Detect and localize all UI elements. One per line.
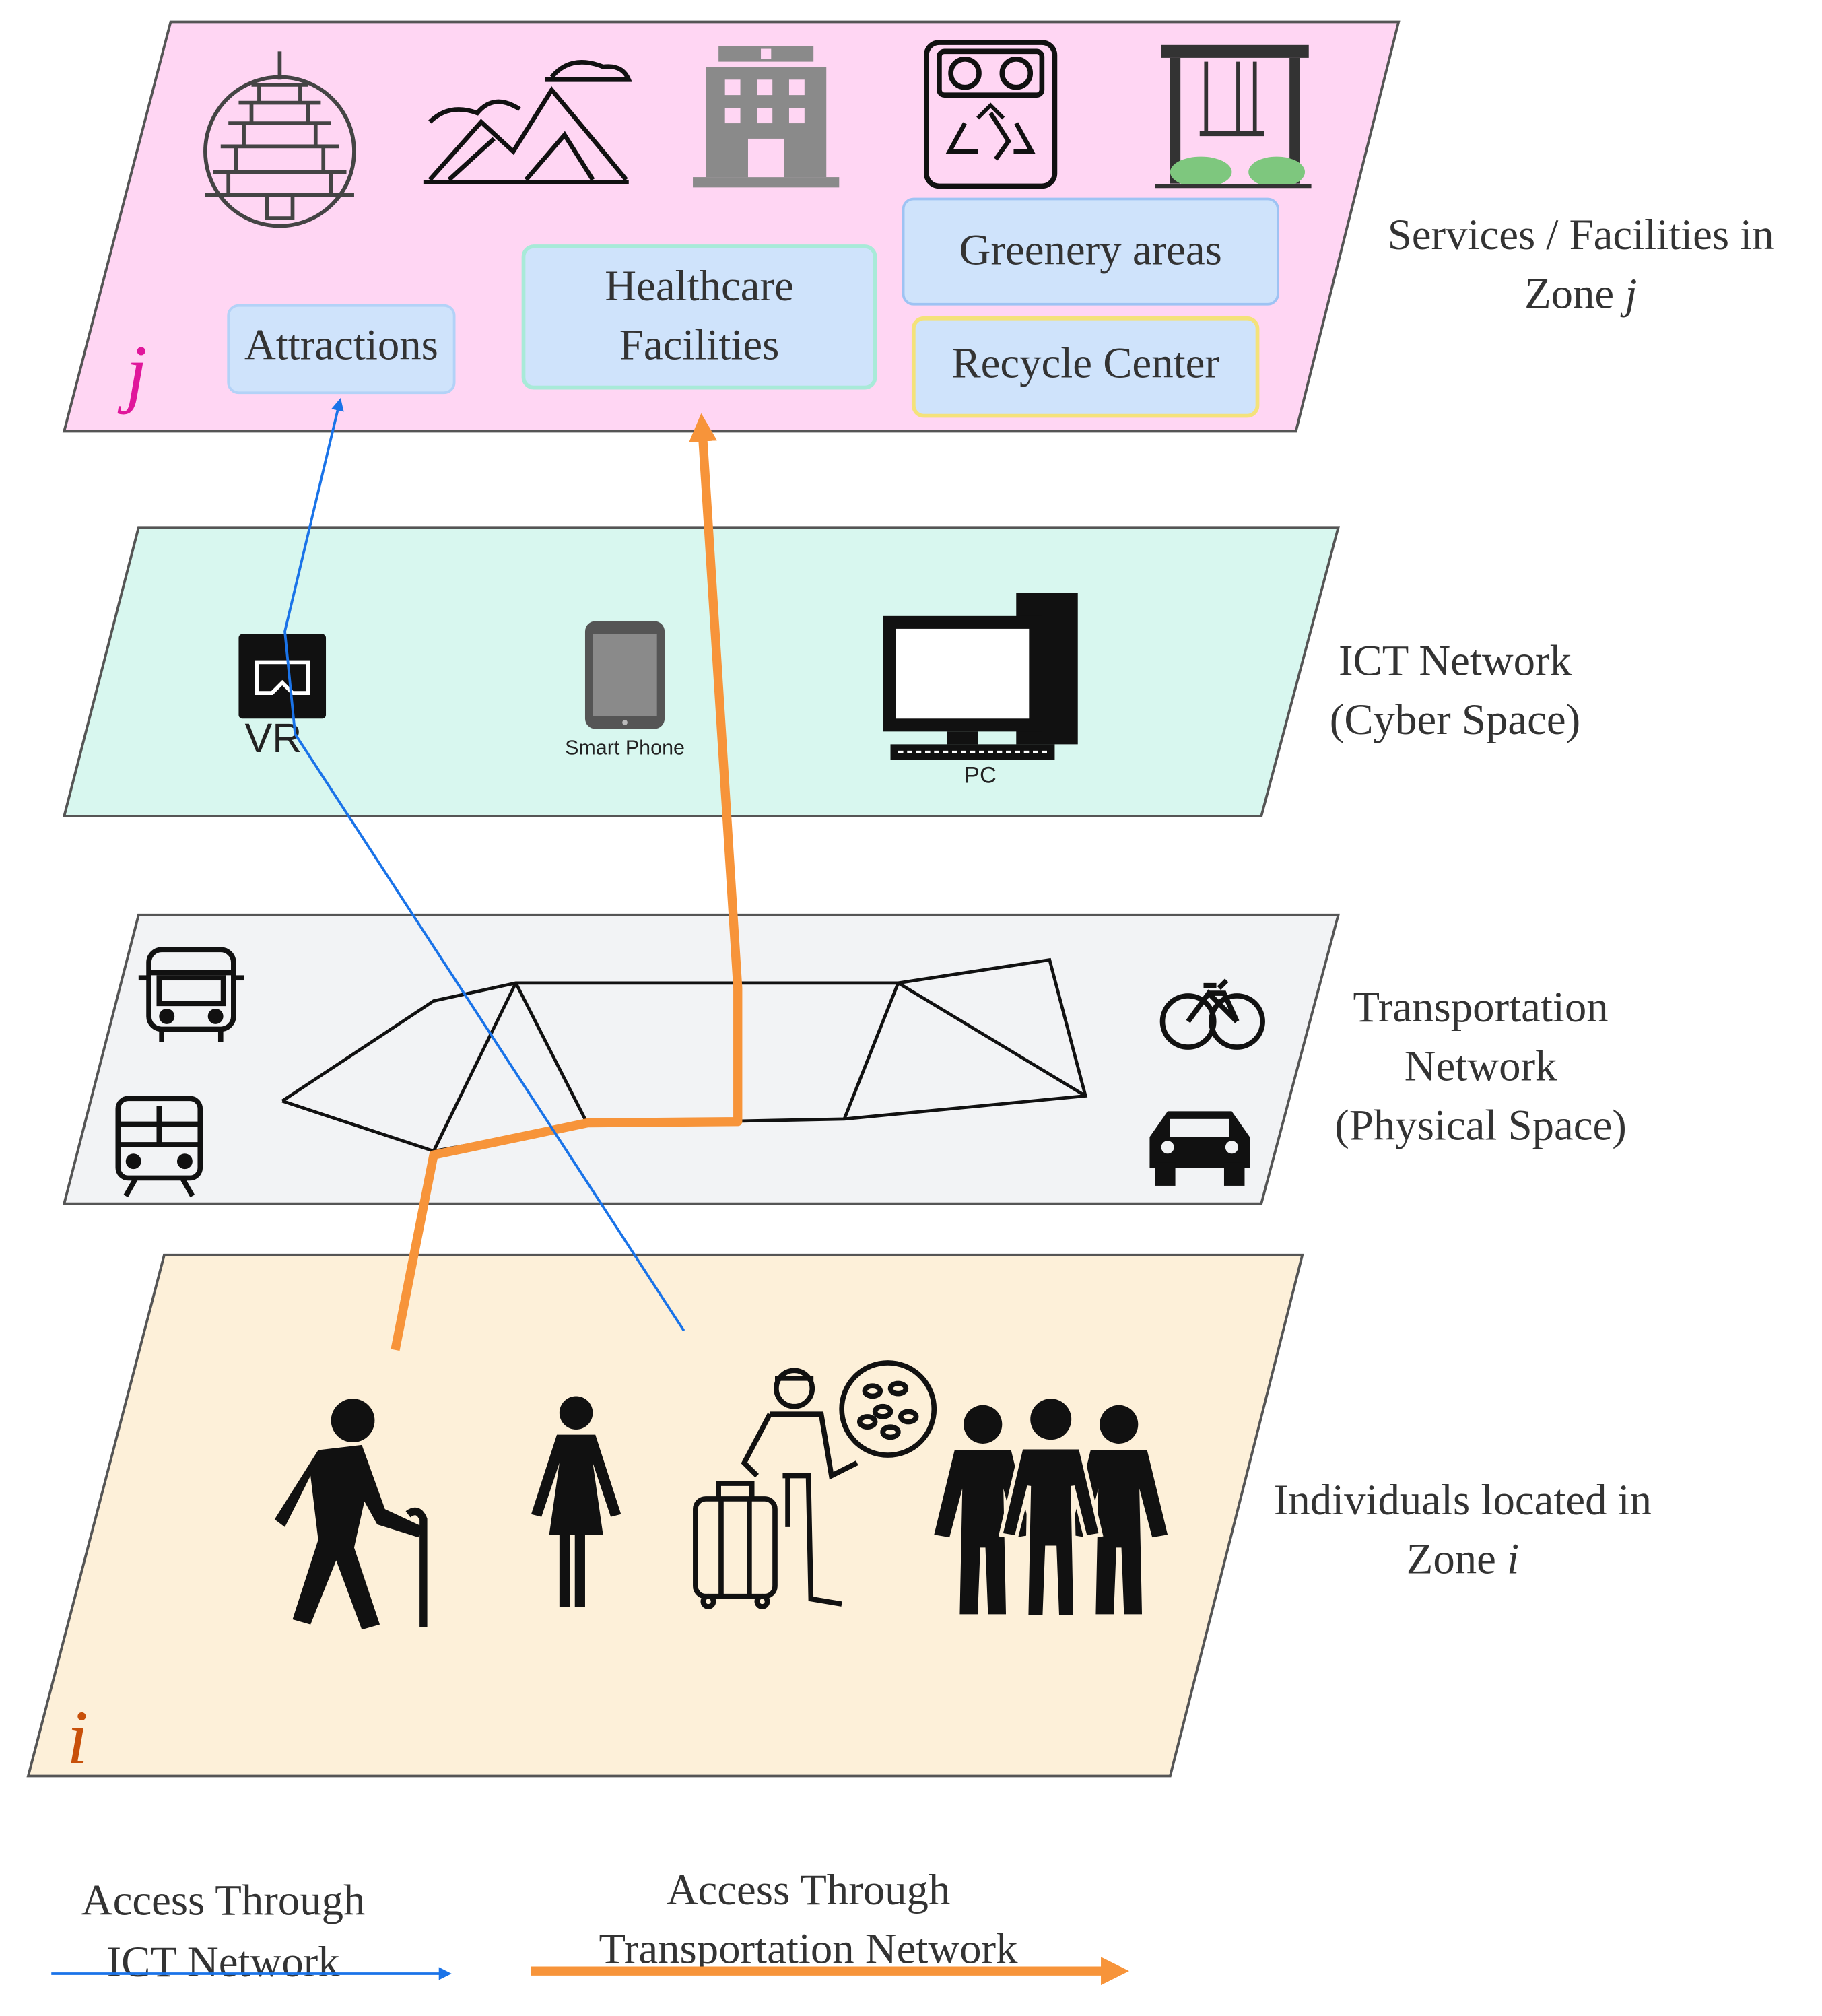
individuals-plane: [26, 1253, 1304, 1778]
transport-side-label-line1: Transportation: [1353, 983, 1609, 1032]
legend: Access Through ICT Network Access Throug…: [51, 1866, 1129, 1986]
elderly-person-icon: [274, 1399, 428, 1630]
group-of-people-icon: [934, 1399, 1168, 1619]
transport-plane: [62, 913, 1341, 1205]
healthcare-box: [521, 244, 877, 390]
smart-phone-label: Smart Phone: [565, 737, 685, 760]
individuals-layer: i Individuals located in Zone i: [26, 1253, 1652, 1780]
transport-access-path: [391, 413, 743, 1351]
bicycle-icon: [1159, 978, 1265, 1050]
vr-label: VR: [245, 715, 302, 761]
legend-ict-line1: Access Through: [81, 1876, 366, 1924]
legend-ict-line2: ICT Network: [107, 1938, 341, 1986]
car-icon: [1149, 1111, 1250, 1186]
traveler-with-luggage-icon: [693, 1360, 937, 1609]
transport-side-label-line2: Network: [1405, 1042, 1557, 1091]
legend-transport-line2: Transportation Network: [599, 1925, 1019, 1974]
recycle-center-label: Recycle Center: [951, 339, 1219, 387]
recycle-center-box: [911, 316, 1260, 418]
ict-layer: VR Smart Phone PC ICT Network (Cyber Spa…: [62, 526, 1580, 818]
mountains-icon: [423, 60, 632, 185]
greenery-label: Greenery areas: [959, 226, 1222, 275]
park-swing-icon: [1155, 44, 1312, 189]
pc-icon: [883, 593, 1078, 760]
transport-side-label-line3: (Physical Space): [1335, 1101, 1627, 1149]
ict-side-label-line2: (Cyber Space): [1330, 696, 1580, 744]
smart-phone-icon: [584, 621, 665, 729]
legend-transport-line1: Access Through: [667, 1866, 951, 1914]
services-layer: Attractions Healthcare Facilities Greene…: [62, 20, 1774, 433]
bus-icon: [138, 947, 244, 1042]
greenery-box: [902, 197, 1279, 306]
attractions-label: Attractions: [244, 321, 438, 370]
train-icon: [115, 1096, 203, 1198]
ict-access-path: [283, 397, 685, 1332]
pc-label: PC: [964, 763, 997, 788]
healthcare-label-line2: Facilities: [619, 321, 779, 370]
vr-headset-icon: [238, 634, 327, 719]
services-side-label-line2: Zone j: [1524, 269, 1637, 318]
woman-icon: [531, 1396, 621, 1607]
attractions-box: [227, 304, 456, 395]
transport-layer: Transportation Network (Physical Space): [62, 913, 1627, 1205]
individuals-side-label-line1: Individuals located in: [1274, 1476, 1652, 1524]
recycle-bin-icon: [924, 40, 1058, 189]
hospital-icon: [693, 46, 840, 188]
services-side-label-line1: Services / Facilities in: [1388, 211, 1774, 259]
ict-side-label-line1: ICT Network: [1339, 636, 1572, 685]
healthcare-label-line1: Healthcare: [605, 262, 794, 310]
zone-i-marker: i: [67, 1694, 88, 1780]
pagoda-icon: [203, 51, 356, 228]
individuals-side-label-line2: Zone i: [1407, 1535, 1519, 1583]
